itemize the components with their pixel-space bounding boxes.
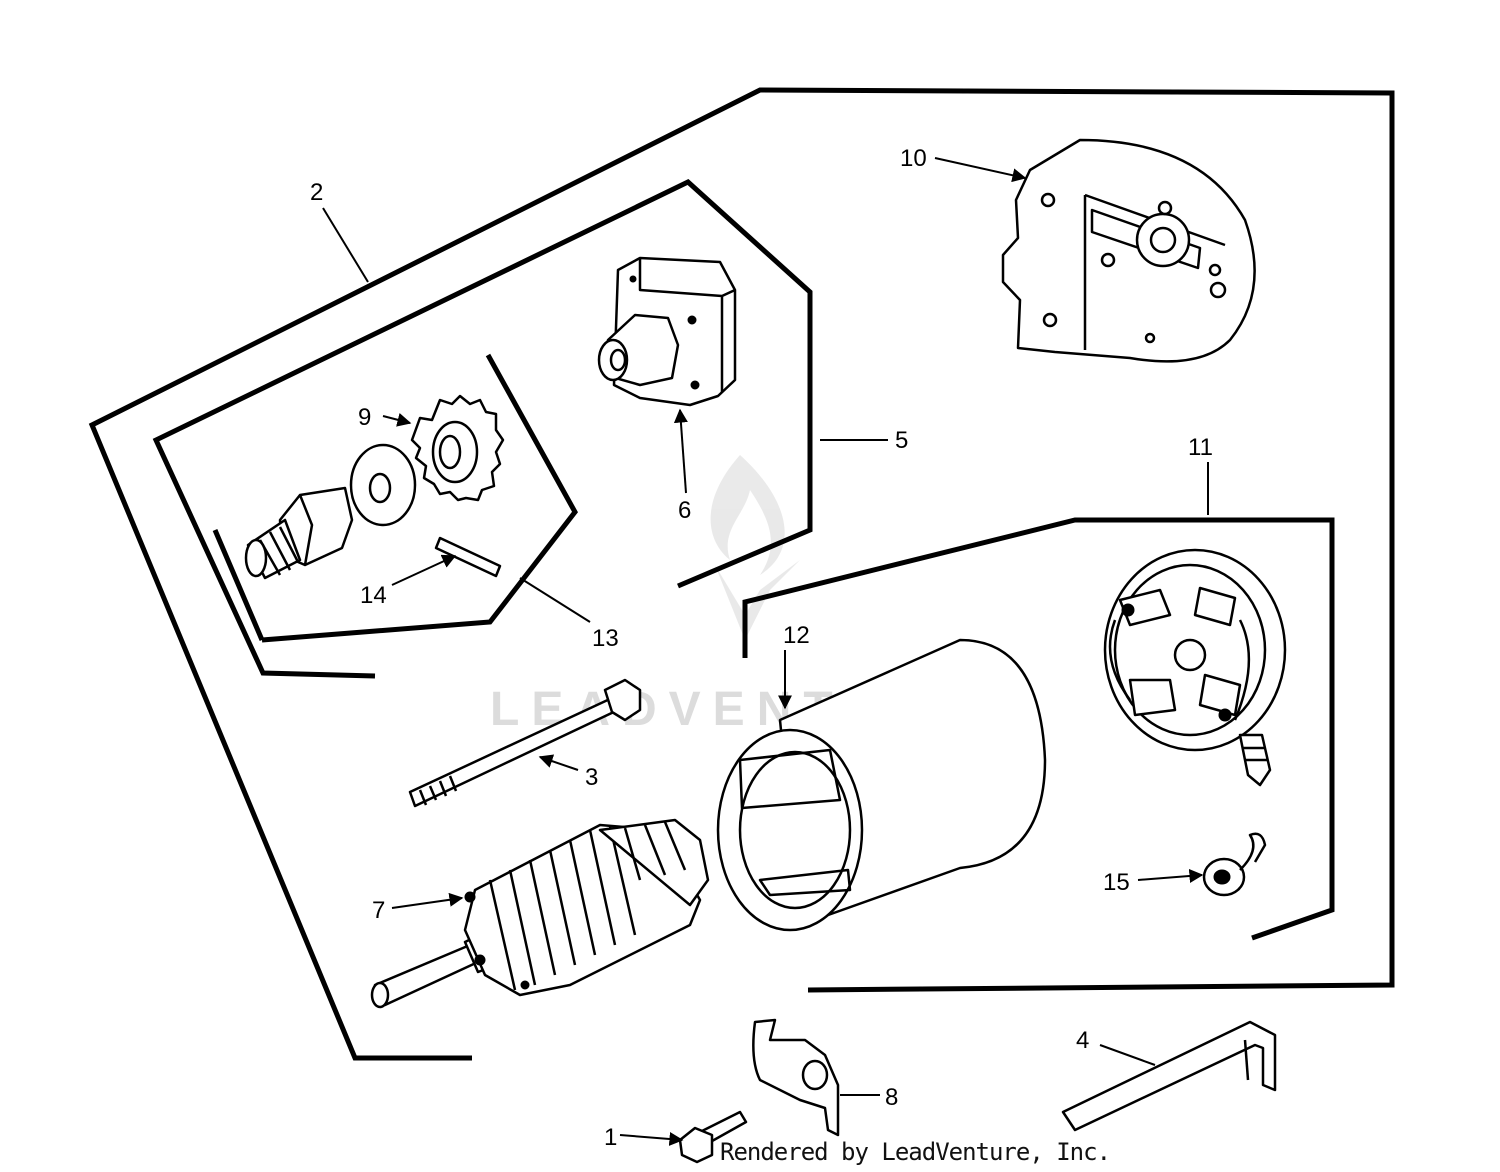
leader-lines bbox=[322, 157, 1209, 1146]
part-pinion-gear bbox=[410, 394, 505, 502]
callout-7: 7 bbox=[372, 897, 385, 924]
callout-3: 3 bbox=[585, 764, 598, 791]
part-hex-bolt bbox=[678, 1110, 748, 1164]
callout-2: 2 bbox=[310, 179, 323, 206]
part-mount-bracket bbox=[752, 1018, 840, 1137]
part-strap bbox=[1061, 1020, 1277, 1132]
bracket-outer-assembly bbox=[88, 87, 1395, 1061]
part-through-bolt bbox=[408, 678, 642, 808]
callout-14: 14 bbox=[360, 582, 387, 609]
callout-10: 10 bbox=[900, 145, 927, 172]
callout-8: 8 bbox=[885, 1084, 898, 1111]
part-brush-spring bbox=[1202, 832, 1267, 897]
part-drive-end-cap bbox=[597, 256, 737, 407]
callout-13: 13 bbox=[592, 625, 619, 652]
callout-4: 4 bbox=[1076, 1027, 1089, 1054]
footer-credit: Rendered by LeadVenture, Inc. bbox=[720, 1138, 1111, 1166]
callout-15: 15 bbox=[1103, 869, 1130, 896]
bracket-frame-group bbox=[742, 517, 1335, 941]
part-thrust-washer bbox=[349, 443, 417, 527]
part-key-pin bbox=[434, 536, 502, 578]
callout-6: 6 bbox=[678, 497, 691, 524]
callout-5: 5 bbox=[895, 427, 908, 454]
bracket-drive-group bbox=[152, 179, 813, 679]
callout-1: 1 bbox=[604, 1124, 617, 1151]
part-end-plate-bracket bbox=[1001, 138, 1256, 363]
callout-9: 9 bbox=[358, 404, 371, 431]
watermark-logo bbox=[710, 455, 800, 640]
callout-labels: 2 5 6 10 11 9 14 13 12 3 7 15 8 4 1 bbox=[310, 145, 1213, 1151]
callout-11: 11 bbox=[1188, 434, 1213, 461]
callout-12: 12 bbox=[783, 622, 810, 649]
part-drive-clutch-spring bbox=[244, 486, 354, 580]
bracket-pinion-group bbox=[212, 353, 578, 643]
part-brush-holder bbox=[1103, 548, 1287, 787]
part-field-frame bbox=[716, 638, 1047, 932]
part-armature bbox=[370, 818, 710, 1009]
